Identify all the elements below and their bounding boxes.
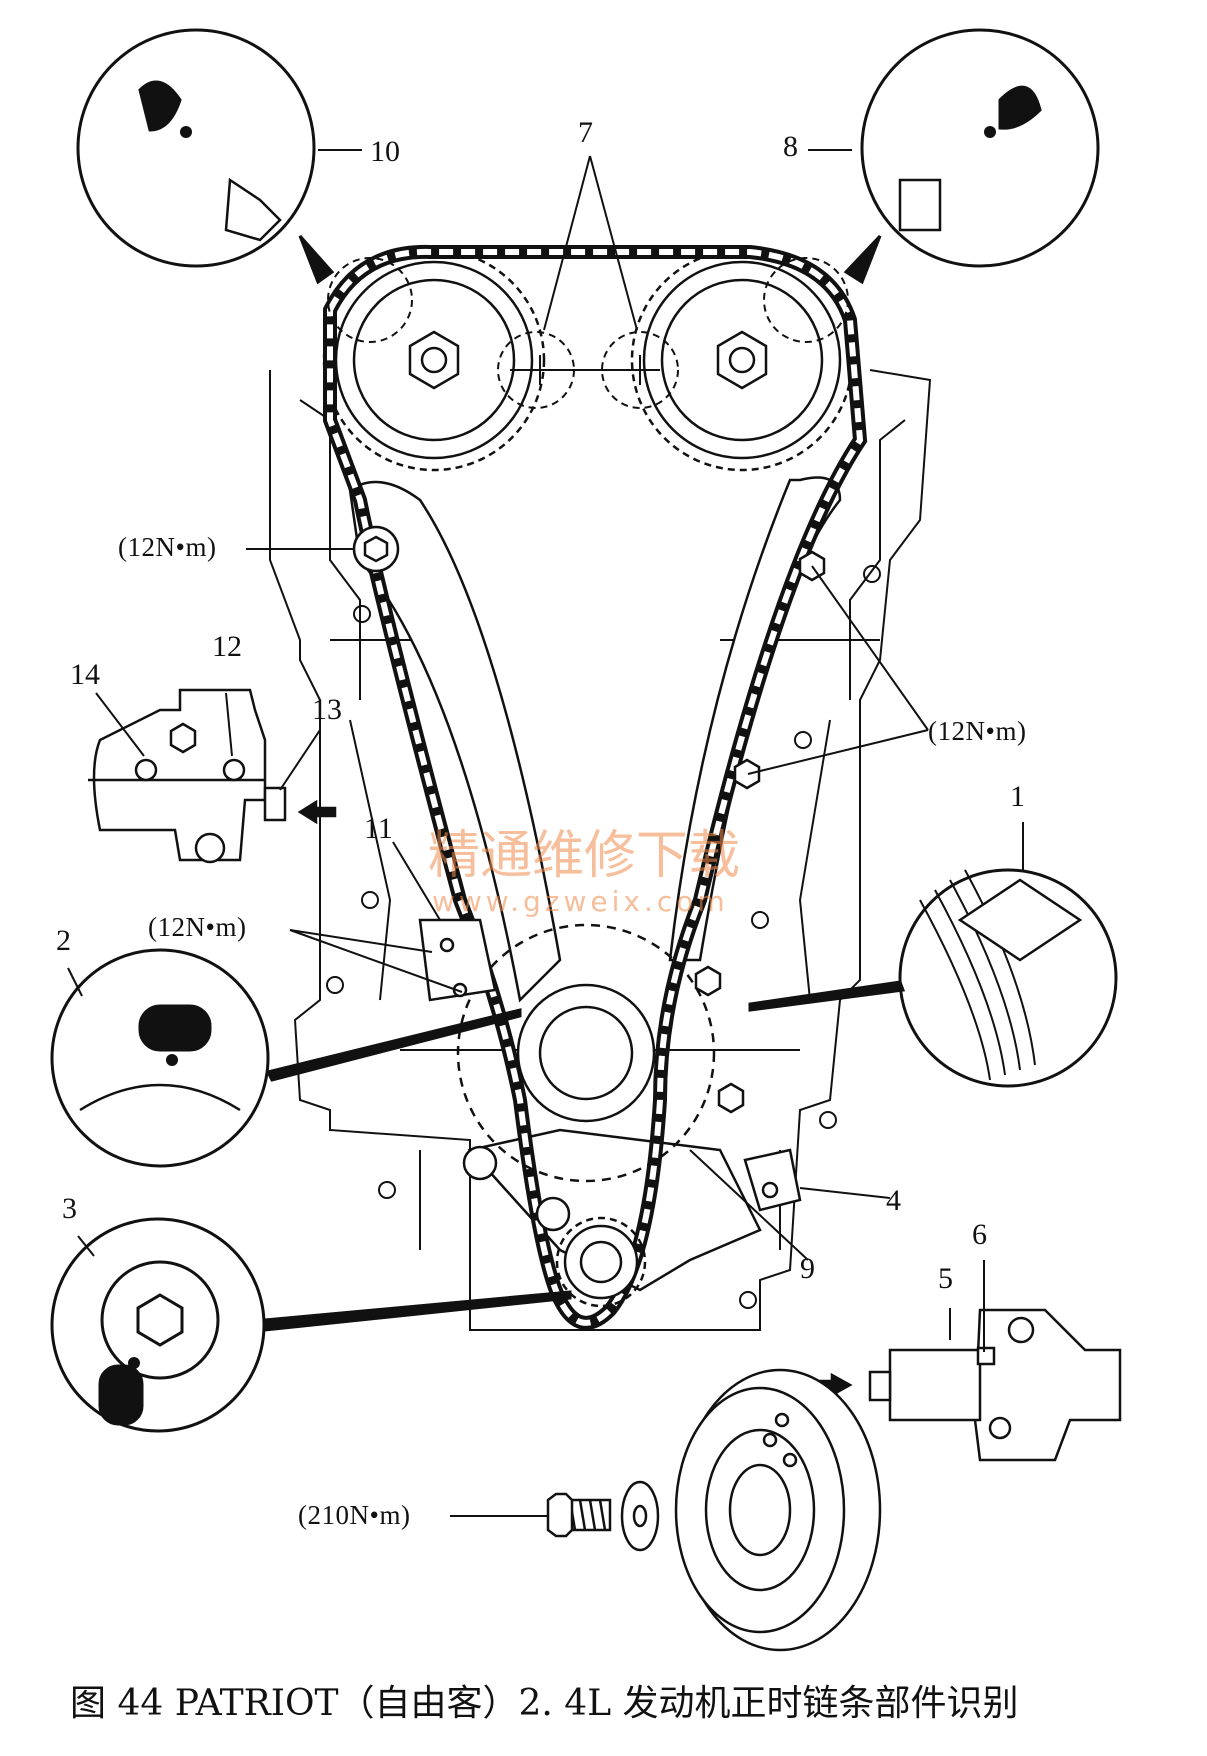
bolts — [352, 525, 826, 1232]
part-label-2: 2 — [56, 924, 71, 957]
figure-caption: 图 44 PATRIOT（自由客）2. 4L 发动机正时链条部件识别 — [70, 1683, 1019, 1724]
part-label-14: 14 — [70, 658, 100, 691]
part-label-9: 9 — [800, 1252, 815, 1285]
cam-alignment-marks — [327, 257, 849, 409]
detail-circle-10 — [76, 28, 335, 285]
detail-circle-3 — [50, 1217, 572, 1433]
crank-pulley — [674, 1368, 882, 1652]
leader-lines — [67, 149, 1024, 1517]
part-label-11: 11 — [364, 812, 393, 845]
part-label-5: 5 — [938, 1262, 953, 1295]
part-label-12: 12 — [212, 630, 242, 663]
part-label-8: 8 — [783, 130, 798, 163]
part-label-13: 13 — [312, 693, 342, 726]
part-label-3: 3 — [62, 1192, 77, 1225]
detail-circle-1 — [748, 868, 1118, 1088]
torque-label-upper-left: (12N•m) — [118, 532, 217, 562]
part-label-1: 1 — [1010, 780, 1025, 813]
chain-tensioner-11 — [418, 918, 497, 1002]
timing-chain-links — [327, 248, 864, 1326]
tensioner-detail-5-6 — [808, 1308, 1122, 1462]
torque-label-tensioner: (12N•m) — [148, 912, 247, 942]
part-label-10: 10 — [370, 135, 400, 168]
detail-circle-2 — [50, 948, 522, 1168]
crankshaft-sprocket — [456, 923, 716, 1308]
torque-label-right: (12N•m) — [928, 716, 1027, 746]
tensioner-detail-12-13-14 — [88, 688, 337, 864]
watermark-url: www.gzweix.com — [432, 885, 729, 918]
part-label-6: 6 — [972, 1218, 987, 1251]
torque-label-crank-bolt: (210N•m) — [298, 1500, 411, 1530]
part-label-7: 7 — [578, 116, 593, 149]
pulley-bolt-and-washer — [546, 1480, 660, 1552]
watermark-text-cn: 精通维修下载 — [428, 826, 741, 886]
lower-tensioner — [743, 1148, 802, 1212]
detail-circle-8 — [843, 28, 1100, 285]
part-label-4: 4 — [886, 1184, 901, 1217]
